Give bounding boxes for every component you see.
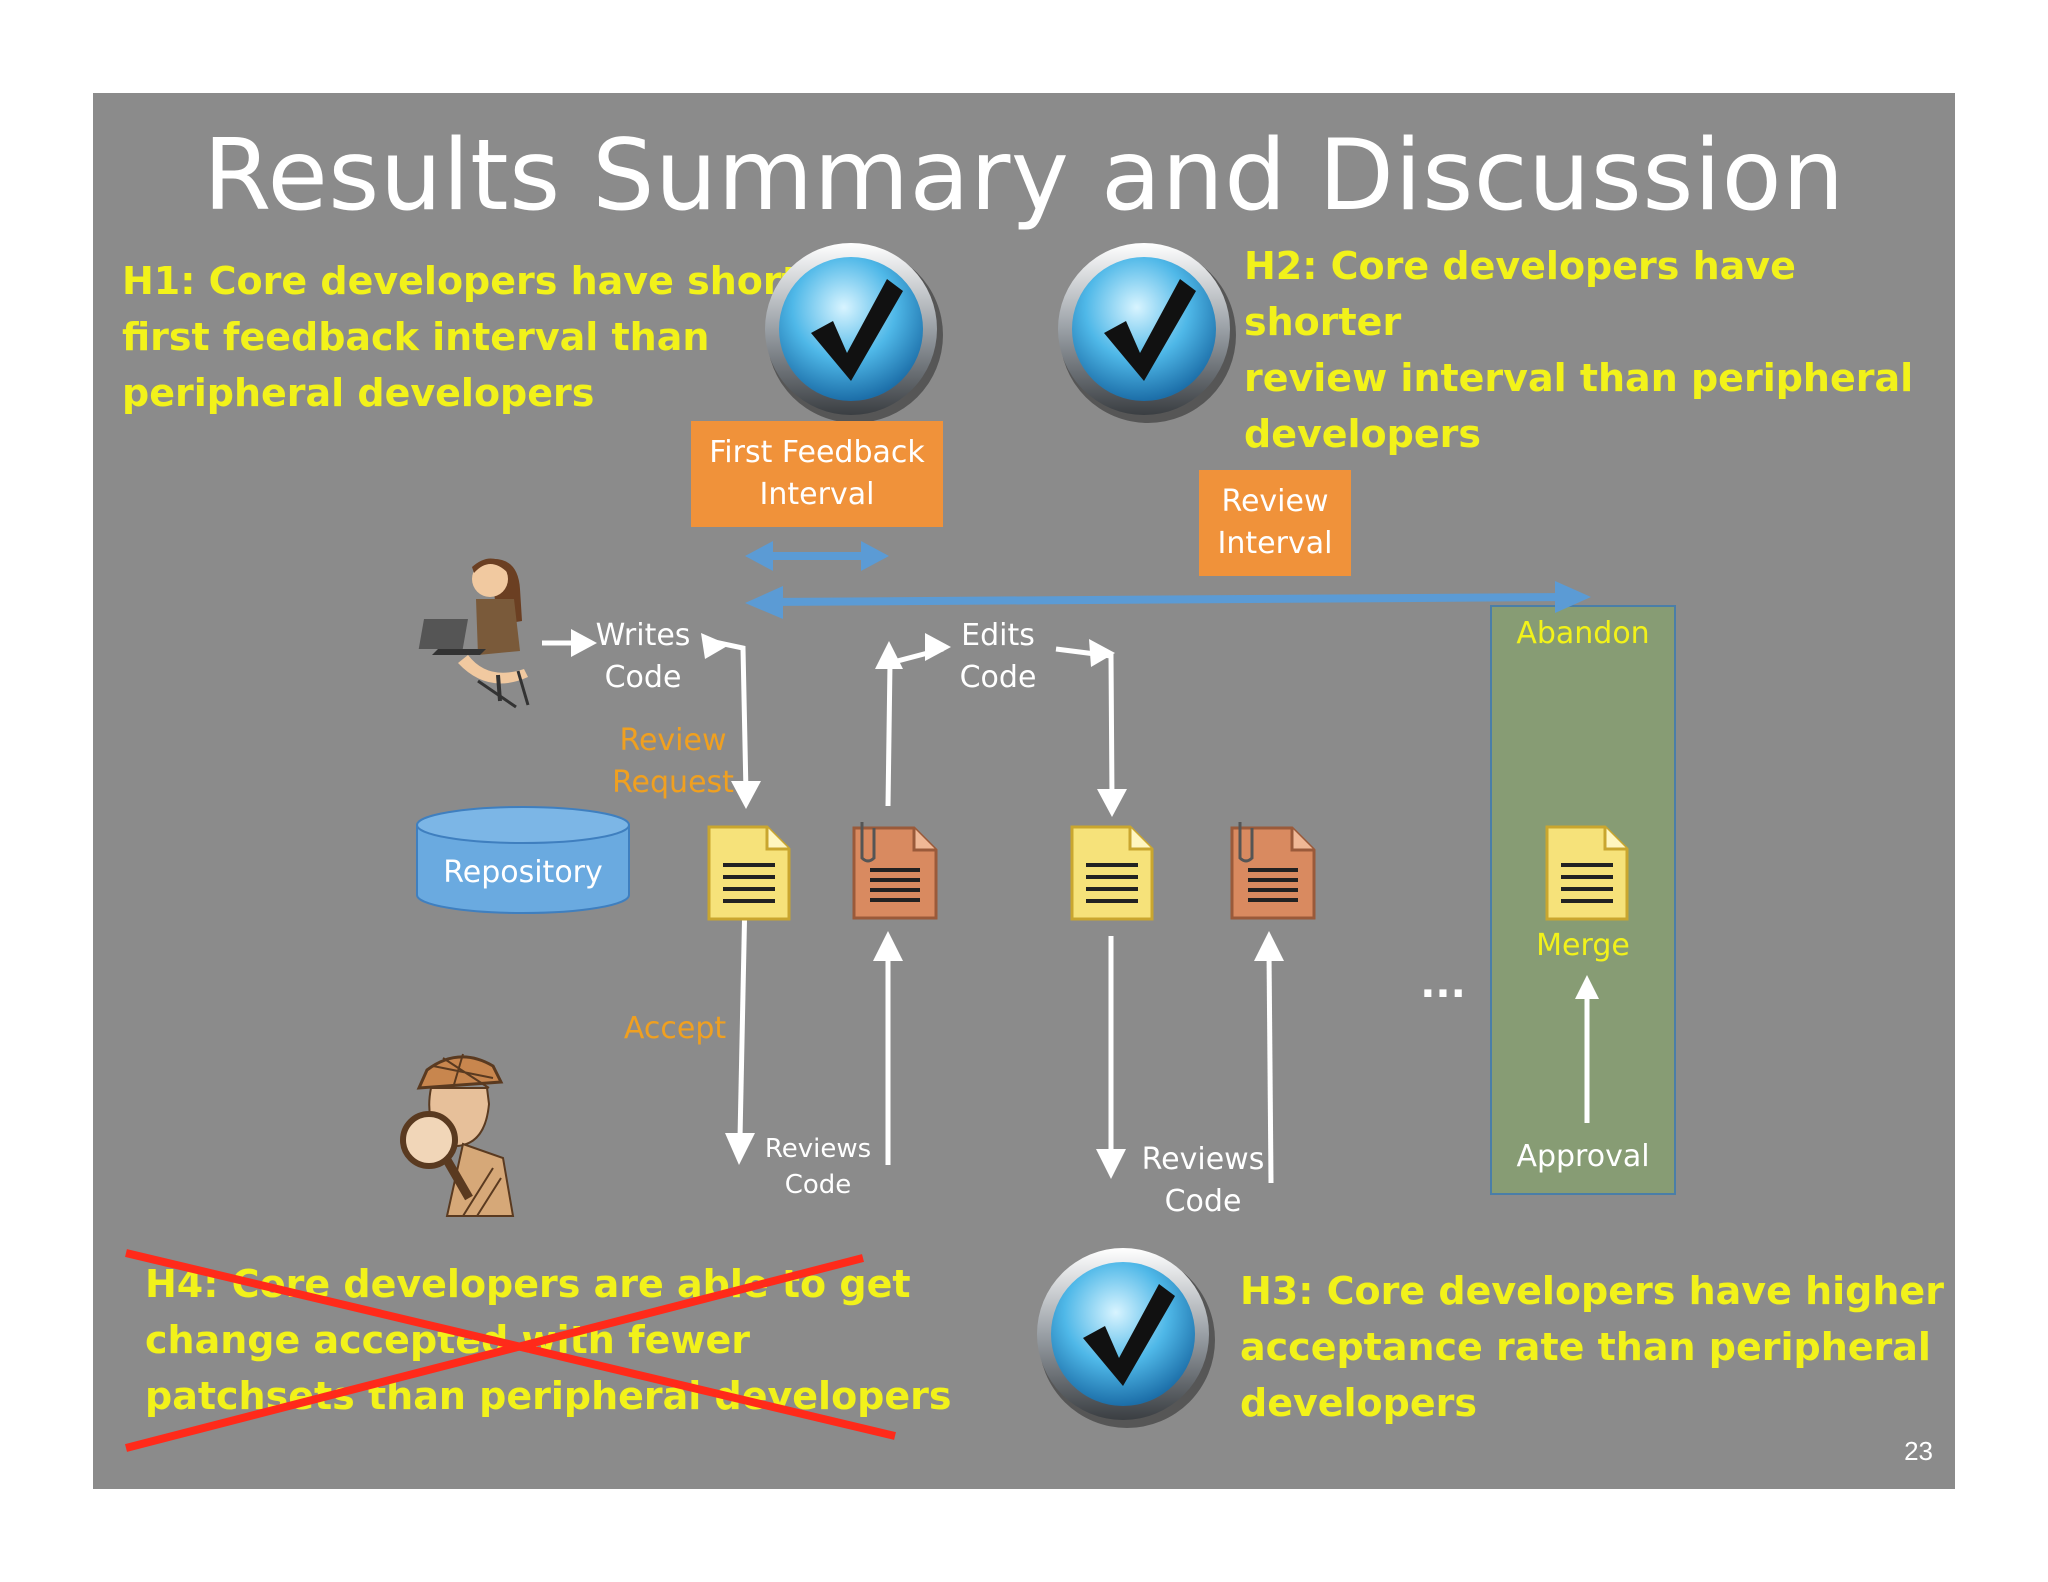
- accept-label: Accept: [623, 1011, 727, 1046]
- checkmark-badge-icon: [1058, 243, 1236, 423]
- slide: Results Summary and Discussion H1: Core …: [93, 93, 1955, 1489]
- edits-code-label: Edits Code: [959, 618, 1037, 695]
- checkmark-badge-icon: [765, 243, 943, 423]
- flow-arrows: [542, 541, 1599, 1184]
- clipboard-document-icon: [852, 822, 938, 920]
- writes-code-label: Writes Code: [595, 618, 691, 695]
- merge-label: Merge: [1536, 928, 1630, 963]
- first-feedback-interval-box: First Feedback Interval: [691, 421, 943, 527]
- abandon-label: Abandon: [1516, 616, 1650, 651]
- developer-laptop-icon: [418, 558, 530, 709]
- approval-label: Approval: [1516, 1139, 1650, 1174]
- checkmark-badge-icon: [1037, 1248, 1215, 1428]
- review-interval-box: Review Interval: [1199, 470, 1351, 576]
- document-icon: [1545, 825, 1629, 921]
- reviewer-magnifier-icon: [400, 1053, 515, 1217]
- page-number: 23: [1904, 1436, 1933, 1466]
- review-request-label: Review Request: [612, 723, 734, 800]
- slide-title: Results Summary and Discussion: [203, 119, 1845, 233]
- repository-cylinder-icon: [416, 806, 630, 914]
- document-icon: [1070, 825, 1154, 921]
- repository-label: Repository: [443, 855, 603, 890]
- reviews-code-label-2: Reviews Code: [1141, 1142, 1265, 1219]
- document-icon: [707, 825, 791, 921]
- ellipsis-label: ...: [1420, 961, 1466, 1007]
- hypothesis-h2: H2: Core developers have shorter review …: [1244, 244, 1914, 456]
- reviews-code-label-1: Reviews Code: [764, 1134, 872, 1200]
- hypothesis-h3: H3: Core developers have higher acceptan…: [1240, 1269, 1944, 1425]
- rejected-cross-icon: [125, 1249, 896, 1452]
- clipboard-document-icon: [1230, 822, 1316, 920]
